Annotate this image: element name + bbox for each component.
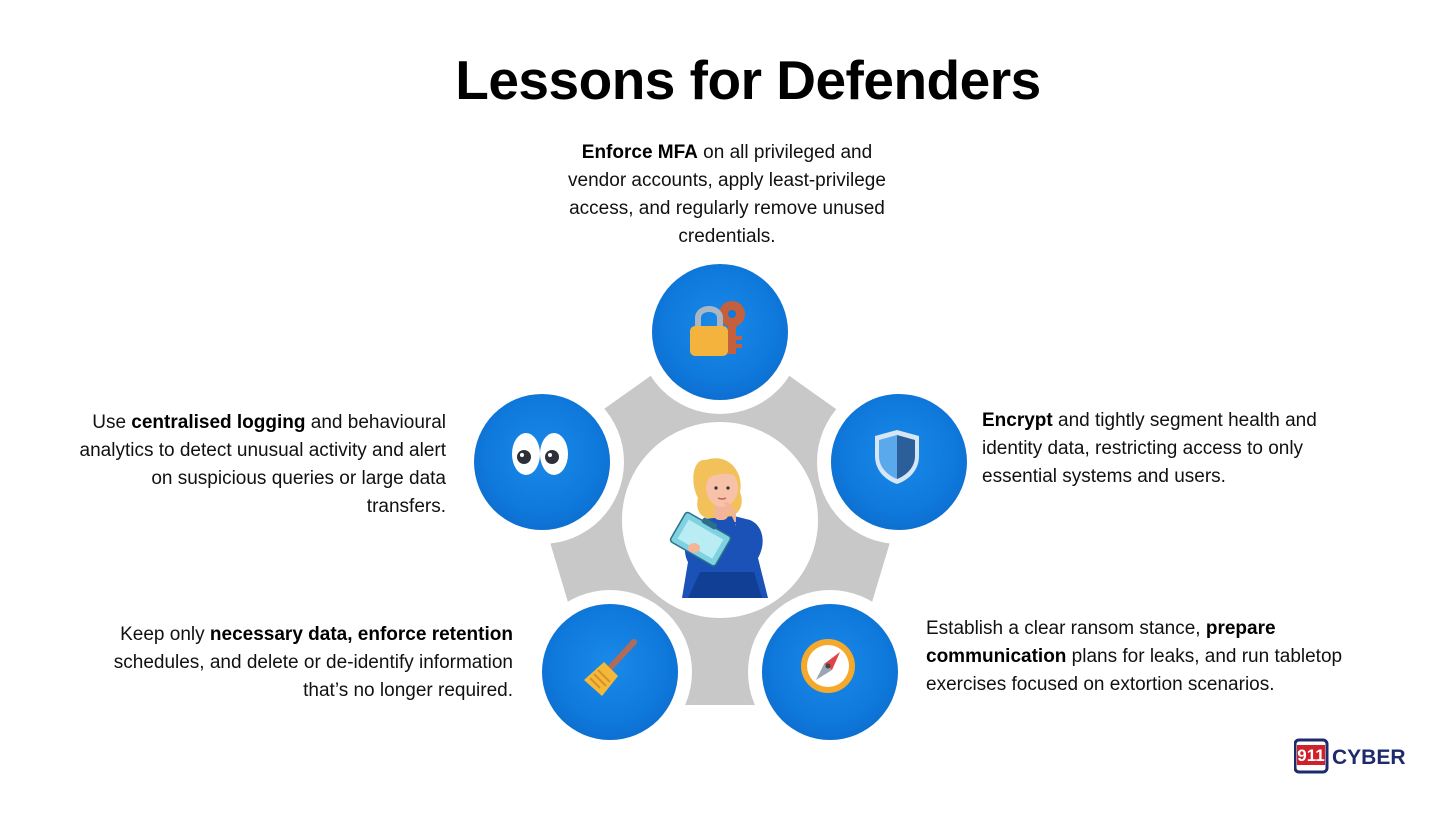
shield-icon bbox=[875, 430, 919, 484]
broom-node bbox=[542, 604, 678, 740]
lesson-logging-rest: and behavioural analytics to detect unus… bbox=[79, 412, 446, 517]
lesson-retention-pre: Keep only bbox=[120, 624, 210, 645]
lesson-encrypt-bold: Encrypt bbox=[982, 410, 1053, 431]
logo-number: 911 bbox=[1297, 746, 1324, 765]
lesson-mfa-text: Enforce MFA on all privileged and vendor… bbox=[556, 139, 898, 251]
lesson-ransom-pre: Establish a clear ransom stance, bbox=[926, 618, 1206, 639]
lesson-retention-text: Keep only necessary data, enforce retent… bbox=[92, 621, 513, 705]
lesson-logging-pre: Use bbox=[92, 412, 132, 433]
lesson-ransom-bold: prepare communication bbox=[926, 618, 1276, 667]
compass-icon bbox=[801, 639, 855, 693]
lesson-mfa-rest: on all privileged and vendor accounts, a… bbox=[568, 142, 886, 247]
shield-node bbox=[831, 394, 967, 530]
lesson-logging-bold: centralised logging bbox=[131, 412, 306, 433]
lock-and-key-icon bbox=[690, 301, 745, 356]
center-illustration bbox=[622, 422, 818, 618]
lesson-retention-bold: necessary data, enforce retention bbox=[209, 624, 513, 645]
eyes-icon bbox=[512, 433, 568, 475]
911-cyber-logo: 911 CYBER bbox=[1293, 738, 1406, 774]
lesson-mfa-bold: Enforce MFA bbox=[581, 142, 698, 163]
lesson-ransom-text: Establish a clear ransom stance, prepare… bbox=[926, 615, 1386, 699]
lesson-logging-text: Use centralised logging and behavioural … bbox=[72, 409, 446, 521]
page-title: Lessons for Defenders bbox=[455, 49, 1041, 111]
lesson-encrypt-rest: and tightly segment health and identity … bbox=[982, 410, 1317, 487]
lesson-retention-rest: schedules, and delete or de-identify inf… bbox=[113, 652, 513, 701]
compass-node bbox=[762, 604, 898, 740]
woman-with-clipboard-illustration bbox=[669, 458, 768, 598]
lesson-ransom-rest: plans for leaks, and run tabletop exerci… bbox=[926, 646, 1343, 695]
broom-icon bbox=[584, 639, 637, 696]
brand-logo: 911 CYBER bbox=[1293, 738, 1410, 774]
eyes-node bbox=[474, 394, 610, 530]
lock-and-key-node bbox=[652, 264, 788, 400]
lesson-encrypt-text: Encrypt and tightly segment health and i… bbox=[982, 407, 1322, 491]
logo-word: CYBER bbox=[1332, 746, 1406, 769]
